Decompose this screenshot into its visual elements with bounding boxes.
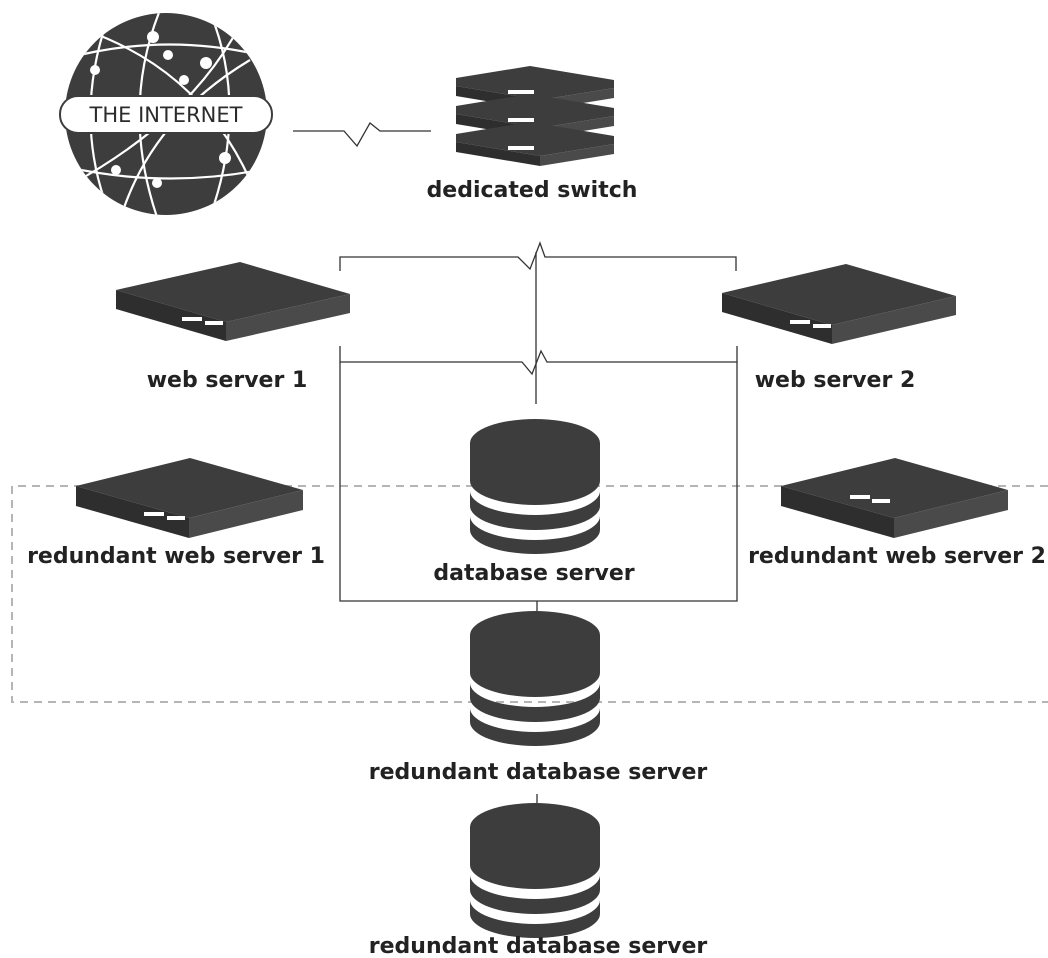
- redundant-web-server-1-icon: [76, 458, 303, 538]
- internet-label: THE INTERNET: [89, 103, 243, 127]
- redundant-database-1-icon: [470, 611, 600, 746]
- redundant-web-server-2-icon: [781, 458, 1008, 538]
- database-icon: [470, 419, 600, 554]
- redundant-web-server-1-label: redundant web server 1: [27, 544, 325, 569]
- database-label: database server: [433, 561, 635, 586]
- web-server-1-icon: [116, 262, 350, 341]
- redundant-web-server-2-label: redundant web server 2: [748, 544, 1046, 569]
- web-server-2-label: web server 2: [754, 368, 916, 393]
- web1-db-link: [339, 362, 738, 602]
- globe-icon: THE INTERNET: [59, 13, 273, 215]
- switch-stack-icon: [456, 66, 614, 166]
- web-server-1-label: web server 1: [146, 368, 308, 393]
- redundant-database-2-icon: [470, 803, 600, 938]
- internet-switch-link: [293, 122, 431, 148]
- web-servers-bus: [339, 346, 738, 376]
- redundant-database-2-label: redundant database server: [368, 934, 708, 958]
- switch-bus-top: [339, 241, 737, 271]
- redundant-database-1-label: redundant database server: [368, 760, 708, 785]
- web-server-2-icon: [722, 264, 956, 344]
- switch-label: dedicated switch: [426, 178, 638, 203]
